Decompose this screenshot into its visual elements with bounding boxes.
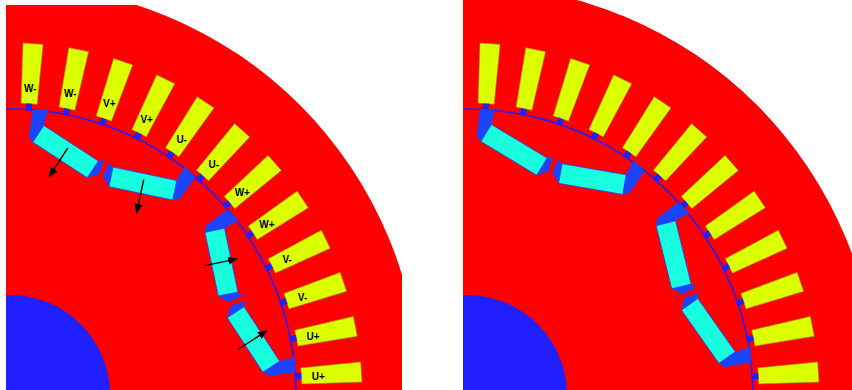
rotor-core <box>6 111 294 390</box>
phase-label: V+ <box>103 98 116 109</box>
phase-label: V+ <box>140 114 153 125</box>
shaft <box>6 295 110 390</box>
stator-slot <box>59 48 88 110</box>
stator-slot <box>589 75 632 137</box>
rotor-core <box>463 111 751 390</box>
stator-slot <box>132 75 175 137</box>
permanent-magnet <box>681 299 735 364</box>
phase-label: V- <box>298 292 307 303</box>
stator-slot <box>705 191 765 239</box>
stator-slot <box>96 58 132 121</box>
stator-core <box>6 5 402 390</box>
winding-label-holder: U- <box>176 129 187 147</box>
winding-label-holder: V- <box>298 287 307 305</box>
stator-slot <box>623 97 671 157</box>
stator-slot <box>224 155 281 208</box>
winding-label-holder: W+ <box>235 182 250 200</box>
winding-label-holder: V- <box>282 249 291 267</box>
winding-label-holder: W- <box>24 78 37 96</box>
permanent-magnet <box>656 221 691 289</box>
stator-slot <box>758 362 819 384</box>
phase-label: W- <box>24 83 37 94</box>
stator-slot <box>197 124 250 181</box>
winding-label-holder: V+ <box>103 93 116 111</box>
stator-slot <box>295 317 357 346</box>
stator-slot <box>478 43 500 104</box>
stator-slot <box>725 230 787 273</box>
left-panel <box>6 5 402 390</box>
stator-core <box>463 0 852 390</box>
air-gap <box>6 109 296 390</box>
stator-slot <box>654 124 707 181</box>
phase-label: V- <box>282 254 291 265</box>
stator-slot <box>681 155 738 208</box>
permanent-magnet <box>33 125 98 177</box>
phase-label: U- <box>208 159 219 170</box>
stator-slot <box>21 43 43 104</box>
shaft <box>463 295 567 390</box>
phase-label: U+ <box>312 371 325 382</box>
winding-label-holder: W- <box>64 83 77 101</box>
permanent-magnet <box>227 307 279 372</box>
phase-label: W+ <box>259 219 274 230</box>
stator-slot <box>284 272 347 308</box>
stator-slot <box>752 317 814 346</box>
phase-label: U+ <box>307 331 320 342</box>
magnetization-arrow <box>204 259 237 266</box>
stator-slot <box>301 362 362 384</box>
stator-slot <box>248 191 308 239</box>
stator-slot <box>268 230 330 273</box>
right-panel <box>463 0 852 390</box>
stator-slot <box>741 272 804 308</box>
winding-label-holder: V+ <box>140 109 153 127</box>
magnetization-arrow <box>49 148 68 176</box>
permanent-magnet <box>481 124 547 175</box>
phase-label: W- <box>64 88 77 99</box>
winding-label-holder: U+ <box>312 366 325 384</box>
stator-slot <box>553 58 589 121</box>
winding-label-holder: W+ <box>259 214 274 232</box>
magnetization-arrow <box>238 331 266 350</box>
permanent-magnet <box>559 164 627 195</box>
phase-label: U- <box>176 134 187 145</box>
stator-slot <box>516 48 545 110</box>
winding-label-holder: U+ <box>307 326 320 344</box>
magnetization-arrow <box>137 180 144 213</box>
phase-label: W+ <box>235 187 250 198</box>
winding-label-holder: U- <box>208 154 219 172</box>
stator-slot <box>166 97 214 157</box>
air-gap <box>463 109 753 390</box>
